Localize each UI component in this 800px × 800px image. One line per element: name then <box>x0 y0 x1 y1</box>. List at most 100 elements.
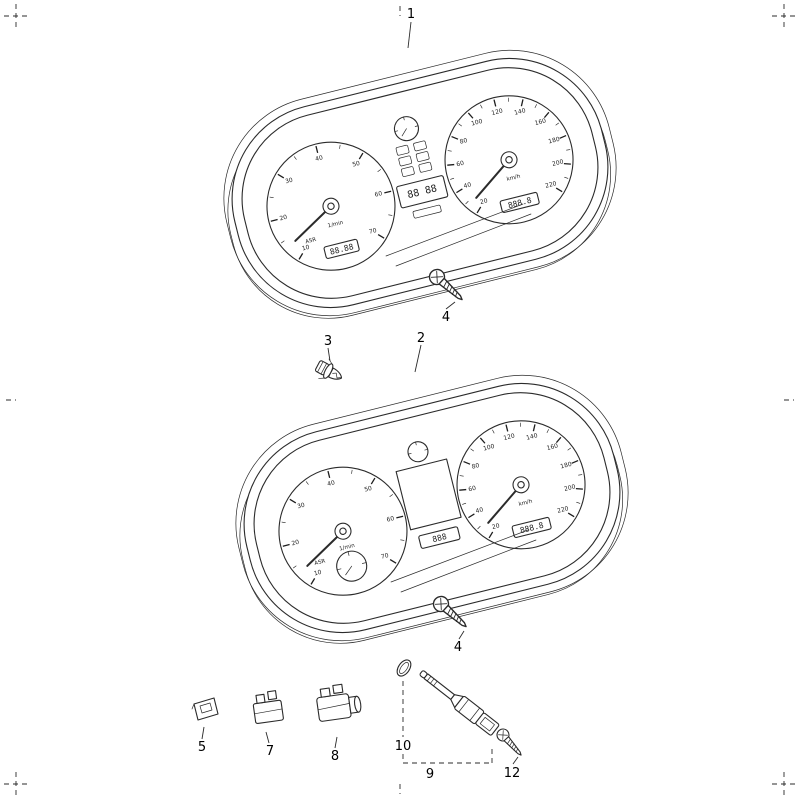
gear-indicator <box>412 204 442 219</box>
dial-tick <box>389 558 397 564</box>
dial-tick <box>555 436 562 444</box>
dial-tick <box>396 515 404 519</box>
leader-lines <box>201 21 519 765</box>
dial-tick <box>468 513 475 519</box>
dial-tick <box>555 122 560 126</box>
dial-label: 20 <box>479 197 488 206</box>
dial-tick <box>555 187 563 193</box>
dial-tick <box>493 99 497 107</box>
dial-tick <box>310 578 316 585</box>
clock-hand <box>401 128 407 137</box>
tach-hub-cap <box>327 202 335 210</box>
callout-7: 7 <box>266 744 274 759</box>
dial-tick <box>270 218 278 222</box>
cluster2-seal <box>235 374 629 642</box>
dial-tick <box>467 112 474 119</box>
callout-labels: 1 2 3 4 4 5 7 8 9 10 12 <box>198 7 520 782</box>
dial-tick <box>465 200 469 205</box>
dial-label: 10 <box>301 244 310 253</box>
speedo-unit: km/h <box>518 498 533 507</box>
callout-2: 2 <box>417 331 425 346</box>
dial-tick <box>458 123 462 127</box>
dial-label: 120 <box>491 107 504 117</box>
sub-dial-tick <box>362 562 367 564</box>
dial-tick <box>477 525 481 530</box>
dial-tick <box>575 487 583 490</box>
dial-label: 30 <box>296 502 305 511</box>
cluster2-center-stack: 888 <box>395 441 462 549</box>
dial-tick <box>282 543 290 547</box>
dial-label: 40 <box>315 154 324 163</box>
dial-tick <box>289 498 297 504</box>
dial-label: 100 <box>483 443 496 453</box>
clock-tick <box>414 125 419 127</box>
dial-tick <box>520 99 524 107</box>
dial-label: 160 <box>546 442 559 452</box>
dial-label: 60 <box>456 160 465 169</box>
dial-tick <box>358 152 364 160</box>
dial-tick <box>292 565 297 569</box>
crop-marks <box>4 4 796 796</box>
dial-label: 50 <box>352 160 361 169</box>
dial-tick <box>488 531 494 539</box>
callout-10: 10 <box>395 739 412 754</box>
tach-hub-cap <box>339 527 347 535</box>
dial-tick <box>388 214 393 216</box>
group-bracket <box>402 681 493 764</box>
dial-tick <box>389 494 393 497</box>
dial-tick <box>384 190 392 194</box>
dial-label: 220 <box>545 180 558 190</box>
mounting-rails <box>385 203 537 593</box>
callout-4-bottom: 4 <box>454 640 462 655</box>
dial-label: 10 <box>313 569 322 578</box>
telltale-lamp <box>398 155 413 167</box>
dial-label: 40 <box>475 506 484 515</box>
dial-tick <box>576 501 581 504</box>
dial-label: 120 <box>503 432 516 442</box>
dial-label: 160 <box>534 117 547 127</box>
speed-sensor-icon <box>419 670 500 736</box>
dial-label: 80 <box>471 462 480 471</box>
callout-5: 5 <box>198 740 206 755</box>
clock-tick <box>394 130 399 132</box>
dial-label: 70 <box>380 552 389 561</box>
dial-label: 40 <box>327 479 336 488</box>
dial-tick <box>532 424 536 432</box>
dial-tick <box>339 144 341 149</box>
sub-dial-tick <box>347 551 350 556</box>
telltale-lamp <box>418 161 433 173</box>
dial-label: 20 <box>279 214 288 223</box>
dial-label: 140 <box>526 432 539 442</box>
dial-label: 200 <box>551 158 564 168</box>
dial-tick <box>476 206 482 214</box>
dial-tick <box>298 253 304 260</box>
dial-label: 30 <box>284 177 293 186</box>
dial-tick <box>508 97 509 102</box>
tach-unit: 1/min <box>339 543 356 553</box>
dial-label: 20 <box>291 539 300 548</box>
dial-tick <box>315 145 319 154</box>
dial-tick <box>459 488 467 491</box>
dial-tick <box>578 474 583 476</box>
dial-tick <box>451 135 459 140</box>
dial-tick <box>564 176 569 179</box>
tach-unit: 1/min <box>327 220 344 230</box>
dial-label: 40 <box>463 181 472 190</box>
callout-4-top: 4 <box>442 310 450 325</box>
dial-tick <box>559 134 567 139</box>
dial-tick <box>534 104 537 109</box>
dial-tick <box>327 470 331 479</box>
telltale-lamp <box>395 144 410 156</box>
retaining-clip-icon <box>191 697 219 721</box>
dial-tick <box>269 196 274 198</box>
dial-tick <box>305 481 309 485</box>
dial-tick <box>450 177 455 180</box>
dial-label: 180 <box>548 136 561 146</box>
callout-12: 12 <box>504 766 521 781</box>
dial-tick <box>571 459 579 464</box>
